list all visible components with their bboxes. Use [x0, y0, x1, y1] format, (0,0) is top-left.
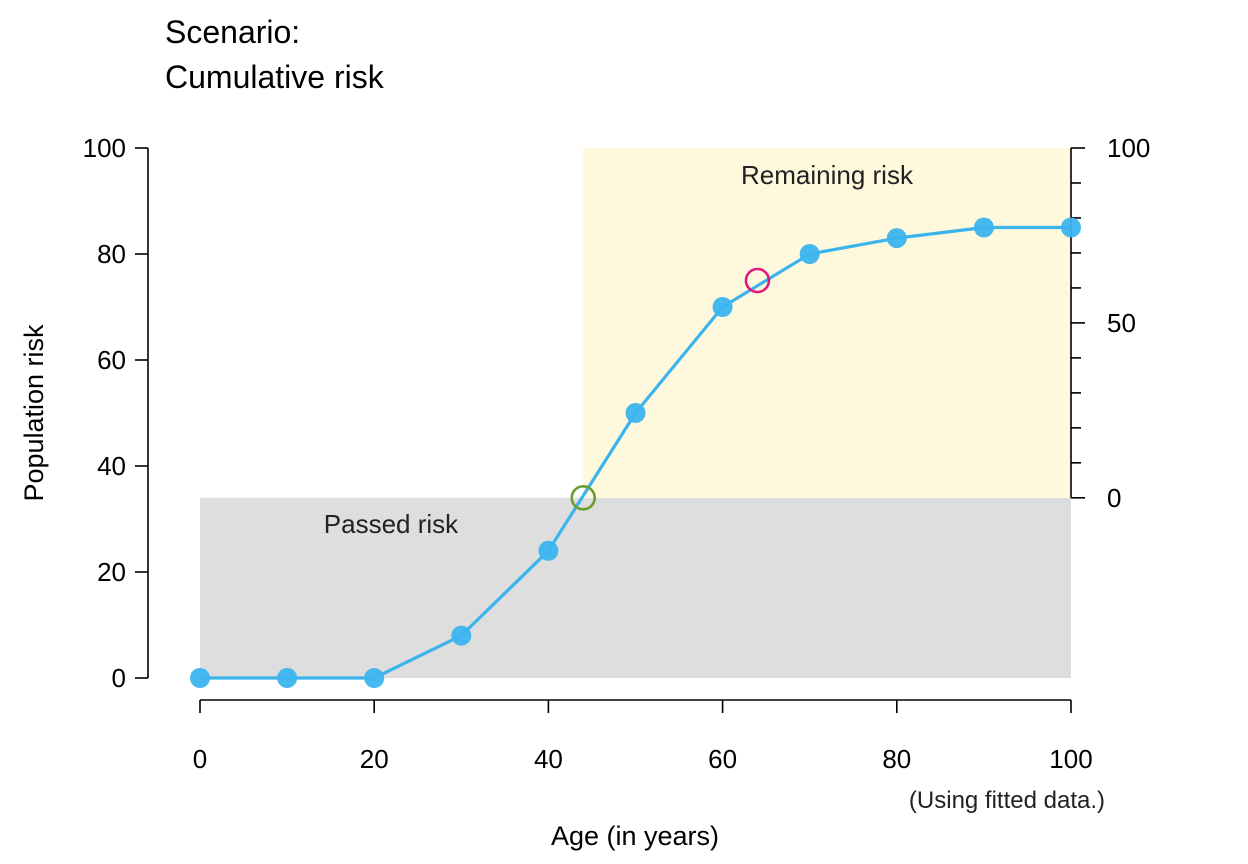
fitted-data-note: (Using fitted data.) [909, 787, 1105, 814]
data-point [886, 228, 907, 249]
markers-layer [570, 267, 771, 511]
data-point [190, 668, 210, 688]
right-tick-label: 0 [1107, 483, 1121, 513]
chart-title-line-1: Scenario: [165, 14, 300, 50]
y-axis-title: Population risk [19, 324, 49, 502]
axes-layer: 0 20 40 60 80 100 0 20 40 60 80 100 0 50 100 [83, 133, 1151, 774]
x-tick-label: 100 [1049, 744, 1092, 774]
chart-title-line-2: Cumulative risk [165, 59, 385, 95]
right-tick-label: 50 [1107, 308, 1136, 338]
marker-start [570, 484, 597, 511]
x-tick-label: 80 [882, 744, 911, 774]
series-layer [190, 217, 1081, 688]
y-tick-label: 40 [97, 451, 126, 481]
region-label-remaining: Remaining risk [741, 160, 914, 190]
y-tick-label: 60 [97, 345, 126, 375]
y-tick-label: 80 [97, 239, 126, 269]
y-tick-label: 0 [112, 663, 126, 693]
x-axis-title: Age (in years) [551, 821, 719, 851]
x-tick-label: 60 [708, 744, 737, 774]
data-point [712, 297, 733, 317]
data-point [799, 244, 820, 264]
right-tick-label: 100 [1107, 133, 1150, 163]
text-layer: Scenario: Cumulative risk Age (in years)… [19, 14, 1105, 851]
data-point [364, 668, 385, 688]
data-point [625, 403, 646, 423]
y-tick-label: 20 [97, 557, 126, 587]
region-label-passed: Passed risk [324, 509, 459, 539]
data-point [538, 540, 559, 561]
data-point [277, 668, 298, 688]
x-tick-label: 20 [360, 744, 389, 774]
y-tick-label: 100 [83, 133, 126, 163]
data-point [451, 625, 472, 646]
marker-end [744, 267, 771, 294]
data-point [973, 217, 994, 238]
x-tick-label: 40 [534, 744, 563, 774]
regions-layer: Passed risk Remaining risk [200, 148, 1071, 678]
region-passed [200, 497, 1071, 678]
x-tick-label: 0 [193, 744, 207, 774]
data-point [1061, 217, 1081, 238]
region-remaining [583, 148, 1071, 498]
